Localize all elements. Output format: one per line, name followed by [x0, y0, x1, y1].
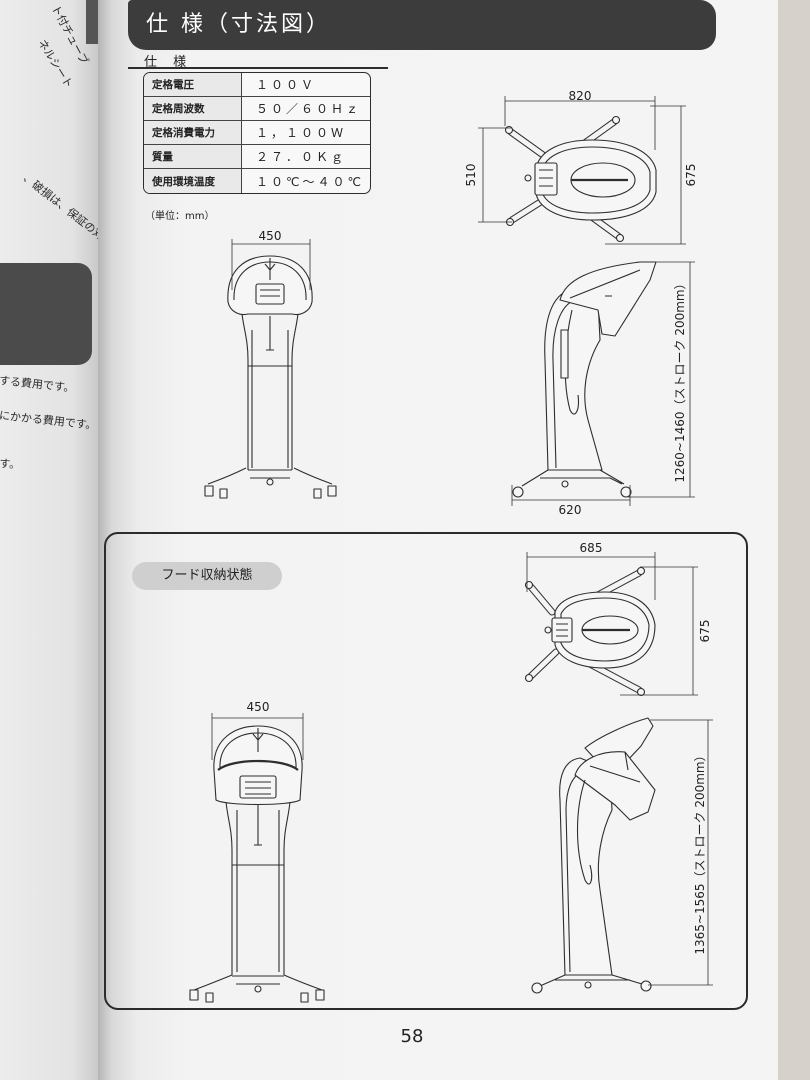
- wheel: [584, 981, 592, 989]
- dimension-label-top-depth-stowed: 675: [698, 619, 712, 643]
- wheel: [204, 485, 214, 497]
- spec-heading-rule: [128, 67, 388, 69]
- wheel: [640, 980, 652, 992]
- side-view-standard: [512, 261, 657, 498]
- base: [521, 469, 625, 487]
- page-number: 58: [400, 1026, 424, 1047]
- dimension-label-front-width-stowed: 450: [246, 700, 270, 714]
- column: [241, 313, 299, 470]
- dimension-label-top-width-stowed: 685: [579, 541, 603, 555]
- hose: [577, 779, 593, 885]
- spec-value: ２７．０Ｋｇ: [242, 145, 370, 169]
- dimension-lines-top-standard: [478, 96, 686, 245]
- wheel: [531, 982, 543, 994]
- top-view-stowed: [524, 566, 656, 697]
- wheel: [636, 687, 646, 697]
- dimension-lines-front-stowed: [211, 713, 304, 760]
- column: [559, 757, 613, 976]
- pedal: [254, 985, 262, 993]
- hood-stowed-panel: [104, 532, 748, 1010]
- leg: [524, 580, 556, 616]
- wheel: [327, 485, 337, 497]
- wheel: [504, 125, 514, 135]
- dimension-label-top-depth-right: 675: [684, 163, 698, 187]
- wheel: [620, 486, 632, 498]
- pedal: [266, 478, 274, 486]
- top-view-standard: [504, 115, 657, 243]
- hood-stowed-label: フード収納状態: [132, 562, 282, 590]
- hood-outline: [213, 725, 303, 806]
- unit-note: （単位：mm）: [145, 211, 215, 222]
- spec-label: 質量: [144, 145, 242, 169]
- hose: [254, 804, 262, 846]
- wheel: [524, 673, 534, 683]
- section-header-bar: [128, 0, 716, 50]
- hood-arm: [584, 717, 654, 763]
- hood-outline: [574, 751, 656, 821]
- knob: [524, 174, 532, 182]
- front-view-standard: [204, 255, 337, 499]
- knob: [544, 626, 552, 634]
- wheel: [636, 566, 646, 576]
- wheel: [512, 486, 524, 498]
- base: [539, 974, 643, 987]
- wheel: [524, 580, 534, 590]
- wheel: [561, 480, 569, 488]
- dimension-label-top-width: 820: [568, 89, 592, 103]
- side-view-stowed: [531, 717, 656, 994]
- wheel: [315, 989, 325, 1001]
- spec-value: ５０／６０Ｈｚ: [242, 97, 370, 121]
- wheel: [205, 992, 214, 1003]
- dimension-lines-side-standard: [511, 261, 695, 506]
- leg: [586, 660, 646, 697]
- dimension-label-base-width: 620: [558, 503, 582, 517]
- leg: [524, 648, 560, 683]
- dimension-label-side-height: 1260~1460（ストローク 200mm）: [673, 277, 687, 483]
- facing-page-left: ト付チューブ ネルシート 、破損は、保証の対象 する費用です。 にかかる費用です…: [0, 0, 104, 1080]
- hose: [266, 316, 274, 351]
- dimension-label-side-height-stowed: 1365~1565（ストローク 200mm）: [693, 749, 707, 955]
- control-panel: [534, 162, 558, 196]
- wheel: [219, 488, 228, 499]
- facing-page-section-band: [0, 263, 92, 365]
- wheel: [300, 992, 309, 1003]
- spec-heading: 仕 様: [144, 55, 193, 70]
- front-view-stowed: [189, 725, 325, 1003]
- spec-label: 定格周波数: [144, 97, 242, 121]
- dimension-lines-front-standard: [231, 239, 311, 290]
- spec-table: 定格電圧 １００Ｖ 定格周波数 ５０／６０Ｈｚ 定格消費電力 １，１００Ｗ 質量…: [143, 72, 371, 194]
- control-panel: [239, 775, 277, 799]
- wheel: [615, 233, 625, 243]
- wheel: [611, 115, 621, 125]
- hood-outline: [559, 261, 657, 337]
- column: [544, 289, 603, 471]
- base: [193, 974, 323, 991]
- dimension-label-front-width: 450: [258, 229, 282, 243]
- side-panel: [560, 329, 569, 379]
- spec-value: １，１００Ｗ: [242, 121, 370, 145]
- dimension-lines-top-stowed: [526, 552, 698, 696]
- spec-label: 使用環境温度: [144, 169, 242, 193]
- wheel: [189, 989, 199, 1001]
- dimension-label-top-depth-left: 510: [464, 163, 478, 187]
- column: [225, 801, 291, 975]
- spec-label: 定格電圧: [144, 73, 242, 97]
- control-panel: [255, 283, 285, 305]
- spec-label: 定格消費電力: [144, 121, 242, 145]
- section-title: 仕 様（寸法図）: [146, 12, 331, 37]
- dimension-lines-side-stowed: [648, 719, 713, 986]
- base: [207, 467, 333, 485]
- spec-value: １００Ｖ: [242, 73, 370, 97]
- wheel: [313, 488, 322, 499]
- spec-value: １０℃～４０℃: [256, 174, 364, 189]
